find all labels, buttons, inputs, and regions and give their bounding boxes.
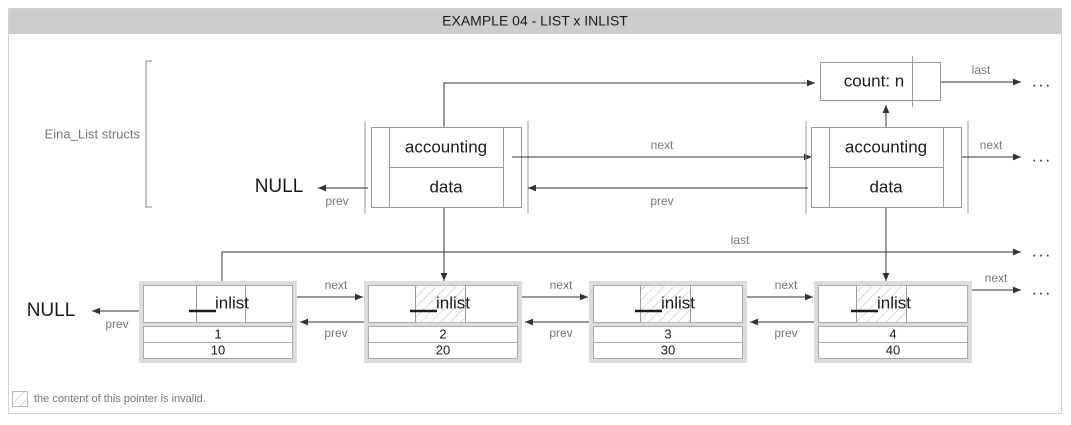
list-node-1-next-label: next <box>651 138 674 152</box>
list-node-1-count-arrow <box>443 79 815 127</box>
inlist-node-3-next-label: next <box>775 278 798 292</box>
inlist-node-3: inlist 3 30 <box>589 281 747 363</box>
list-node-1-prev-null: NULL <box>255 176 304 197</box>
list-node-1-data: data <box>429 177 463 196</box>
count-box-label: count: n <box>844 71 905 90</box>
last-pointer-label: last <box>731 233 750 247</box>
inlist-node-1: inlist 1 10 <box>139 281 297 363</box>
page-title: EXAMPLE 04 - LIST x INLIST <box>442 13 628 29</box>
eina-list-bracket <box>145 60 152 208</box>
inlist-node-2: inlist 2 20 <box>364 281 522 363</box>
list-node-1-accounting: accounting <box>405 137 487 156</box>
inlist-node-3-prev-label: prev <box>549 326 572 340</box>
inlist-node-1-label: inlist <box>215 293 249 312</box>
legend-hatch-swatch <box>12 391 28 407</box>
legend: the content of this pointer is invalid. <box>12 391 206 407</box>
list-node-2-data: data <box>869 177 903 196</box>
last-pointer-ellipsis: ... <box>1032 241 1052 260</box>
inlist-node-3-value-bottom: 30 <box>661 342 675 357</box>
inlist-node-4: inlist 4 40 <box>814 281 972 363</box>
inlist-node-4-invalid-region <box>856 285 907 323</box>
inlist-node-1-prev-label: prev <box>105 317 128 331</box>
inlist-node-2-next-label: next <box>550 278 573 292</box>
list-node-2: accounting data <box>805 121 969 214</box>
inlist-head-null: NULL <box>27 300 76 321</box>
count-last-label: last <box>972 63 991 77</box>
count-last-ellipsis: ... <box>1032 71 1052 90</box>
inlist-node-1-value-top: 1 <box>214 326 221 341</box>
inlist-node-2-label: inlist <box>436 293 470 312</box>
inlist-node-4-label: inlist <box>877 293 911 312</box>
inlist-node-2-prev-label: prev <box>324 326 347 340</box>
inlist-node-2-value-bottom: 20 <box>436 342 450 357</box>
list-node-1: accounting data <box>364 121 529 214</box>
inlist-node-3-value-top: 3 <box>664 326 671 341</box>
inlist-node-4-value-bottom: 40 <box>886 342 900 357</box>
inlist-tail-ellipsis: ... <box>1032 279 1052 298</box>
inlist-node-3-invalid-region <box>640 285 691 323</box>
list-node-2-prev-label: prev <box>650 194 673 208</box>
list-node-1-prev-label: prev <box>325 194 348 208</box>
inlist-node-1-next-label: next <box>325 278 348 292</box>
title-bar <box>9 9 1061 34</box>
list-node-2-accounting: accounting <box>845 137 927 156</box>
inlist-node-2-value-top: 2 <box>439 326 446 341</box>
inlist-node-4-prev-label: prev <box>774 326 797 340</box>
inlist-node-3-label: inlist <box>661 293 695 312</box>
eina-list-bracket-label: Eina_List structs <box>45 126 141 141</box>
inlist-node-1-value-bottom: 10 <box>211 342 225 357</box>
inlist-node-4-next-label: next <box>985 271 1008 285</box>
list-node-2-next-ellipsis: ... <box>1032 146 1052 165</box>
count-box: count: n <box>820 56 941 107</box>
legend-label: the content of this pointer is invalid. <box>34 393 206 405</box>
inlist-node-4-value-top: 4 <box>889 326 896 341</box>
list-node-2-next-label: next <box>980 138 1003 152</box>
